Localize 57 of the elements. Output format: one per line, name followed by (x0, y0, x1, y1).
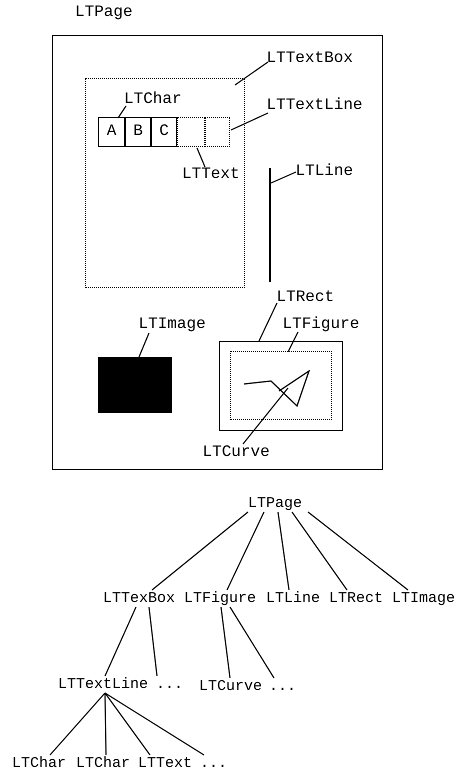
tree-node-label: LTLine (266, 590, 320, 607)
tree-node-label: LTTexBox (103, 590, 176, 607)
leader-line (196, 148, 206, 168)
page-label: LTPage (75, 4, 133, 21)
tree-node-label: ... (156, 676, 184, 693)
char-box: B (125, 117, 151, 147)
tree-node-label: ... (200, 755, 228, 772)
tree-node-label: LTPage (248, 495, 302, 512)
tree-line (152, 512, 248, 590)
leader-line (234, 62, 268, 86)
char-box: A (98, 117, 125, 147)
tree-line (104, 692, 150, 756)
leader-line (138, 332, 150, 358)
leader-line (118, 106, 126, 118)
curve-drawing (242, 370, 310, 408)
tree-node-label: LTRect (329, 590, 384, 607)
leader-line (242, 388, 288, 444)
char-box: C (151, 117, 177, 147)
rectangle-frame (218, 340, 342, 430)
leader-line (270, 171, 296, 184)
tree-node-label: LTChar (12, 755, 66, 772)
tree-node-label: LTChar (76, 755, 130, 772)
text-outline (177, 117, 205, 147)
part-label: LTTextBox (266, 50, 353, 66)
tree-node-label: ... (269, 678, 296, 695)
tree-line (292, 512, 348, 590)
tree-line (104, 606, 137, 676)
tree-line (226, 512, 265, 590)
text-outline (205, 117, 230, 147)
vertical-line (268, 168, 270, 282)
tree-node-label: LTTextLine (58, 676, 148, 693)
part-label: LTImage (138, 316, 206, 332)
tree-line (229, 606, 275, 678)
tree-node-label: LTFigure (184, 590, 256, 607)
leader-line (230, 112, 268, 131)
tree-node-label: LTText (138, 755, 192, 772)
tree-node-label: LTCurve (199, 678, 262, 695)
part-label: LTFigure (282, 316, 360, 332)
tree-line (104, 692, 107, 756)
part-label: LTCurve (202, 444, 270, 460)
tree-line (50, 692, 106, 756)
text-box-outline (84, 78, 244, 288)
part-label: LTRect (276, 288, 334, 306)
tree-line (104, 692, 204, 756)
part-label: LTLine (296, 162, 354, 180)
tree-line (220, 606, 231, 678)
leader-line (287, 332, 299, 352)
image-block (98, 356, 172, 412)
leader-line (258, 302, 278, 342)
part-label: LTTextLine (266, 96, 363, 114)
tree-line (277, 512, 290, 590)
tree-line (308, 512, 408, 590)
part-label: LTChar (124, 91, 182, 108)
figure-outline (230, 351, 332, 420)
tree-line (148, 606, 158, 676)
part-label: LTText (182, 166, 240, 183)
tree-node-label: LTImage (392, 590, 456, 607)
